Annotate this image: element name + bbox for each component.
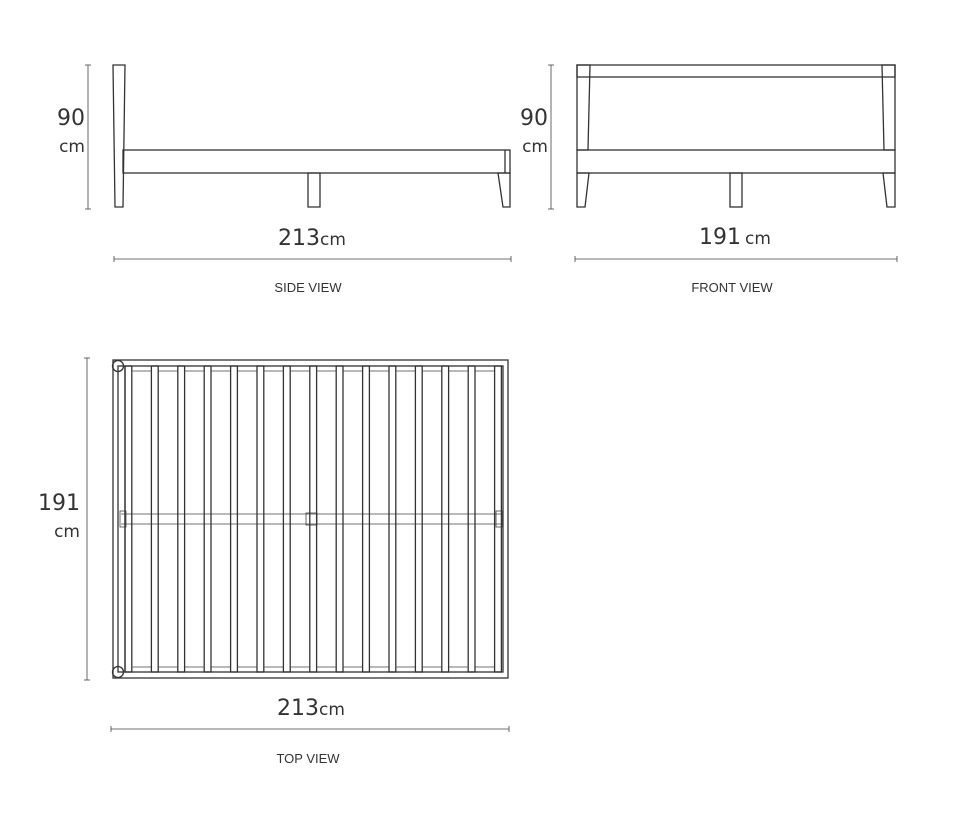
side-length-value: 213 [278,226,320,251]
top-view: 191 cm 213cm TOP VIEW [38,357,510,766]
side-view: 90 cm 213cm SIDE VIEW [57,64,512,295]
side-height-unit: cm [59,137,85,157]
slat [150,365,159,673]
front-height-value: 90 [520,106,548,131]
slat [467,365,476,673]
slat [414,365,423,673]
top-width-value: 191 [38,491,80,516]
slat [335,365,344,673]
side-length-dimension-line [113,256,512,262]
front-width-dimension-line [574,256,898,262]
top-view-caption: TOP VIEW [276,751,340,766]
side-height-dimension-line [85,64,91,210]
top-length-unit: cm [319,700,345,720]
top-width-unit: cm [54,522,80,542]
slat [441,365,450,673]
slat [229,365,239,673]
top-view-drawing [111,359,509,679]
top-width-dimension-line [84,357,90,681]
front-height-unit: cm [522,137,548,157]
front-view-drawing [576,64,896,208]
front-width-unit: cm [745,229,771,249]
slat [177,365,186,673]
top-length-dimension-line [110,726,510,732]
slat [256,365,265,673]
side-length-label: 213cm [278,226,346,251]
slat [309,365,318,673]
front-view-caption: FRONT VIEW [691,280,773,295]
slat [282,365,291,673]
slat [388,365,397,673]
side-length-unit: cm [320,230,346,250]
slat [203,365,212,673]
side-view-caption: SIDE VIEW [274,280,342,295]
front-height-dimension-line [548,64,554,210]
slat [361,365,371,673]
side-view-drawing [112,64,511,208]
top-length-value: 213 [277,696,319,721]
front-width-value: 191 [699,225,741,250]
slat [493,365,503,673]
side-height-value: 90 [57,106,85,131]
slat [124,365,133,673]
top-length-label: 213cm [277,696,345,721]
